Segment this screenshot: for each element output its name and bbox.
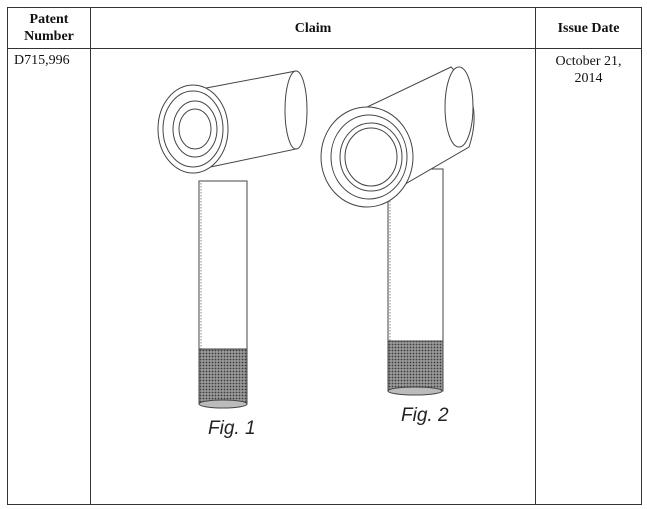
table-row: D715,996 (7, 48, 642, 505)
claim-cell: Fig. 1 Fig (90, 48, 536, 505)
header-row: Patent Number Claim Issue Date (7, 7, 642, 49)
patent-number: D715,996 (14, 53, 70, 68)
claim-drawings: Fig. 1 Fig (157, 66, 475, 439)
header-claim: Claim (90, 7, 536, 49)
header-patent-number-line1: Patent (29, 12, 69, 27)
header-patent-number-line2: Number (24, 29, 74, 44)
fig1-label: Fig. 1 (208, 418, 256, 439)
fig2-handle (387, 168, 444, 350)
issue-date-line1: October 21, (555, 54, 622, 69)
patent-number-cell: D715,996 (7, 48, 91, 505)
figure-1-drawing (157, 70, 308, 409)
header-issue-date: Issue Date (535, 7, 642, 49)
fig1-filter (198, 348, 248, 405)
header-patent-number: Patent Number (7, 7, 91, 49)
fig2-label: Fig. 2 (401, 405, 449, 426)
issue-date-line2: 2014 (574, 71, 603, 86)
fig1-handle (198, 180, 248, 352)
fig2-filter (387, 340, 444, 392)
figure-2-drawing (320, 66, 475, 396)
issue-date-cell: October 21, 2014 (535, 48, 642, 505)
patent-table: Patent Number Claim Issue Date D715,996 (7, 7, 642, 505)
